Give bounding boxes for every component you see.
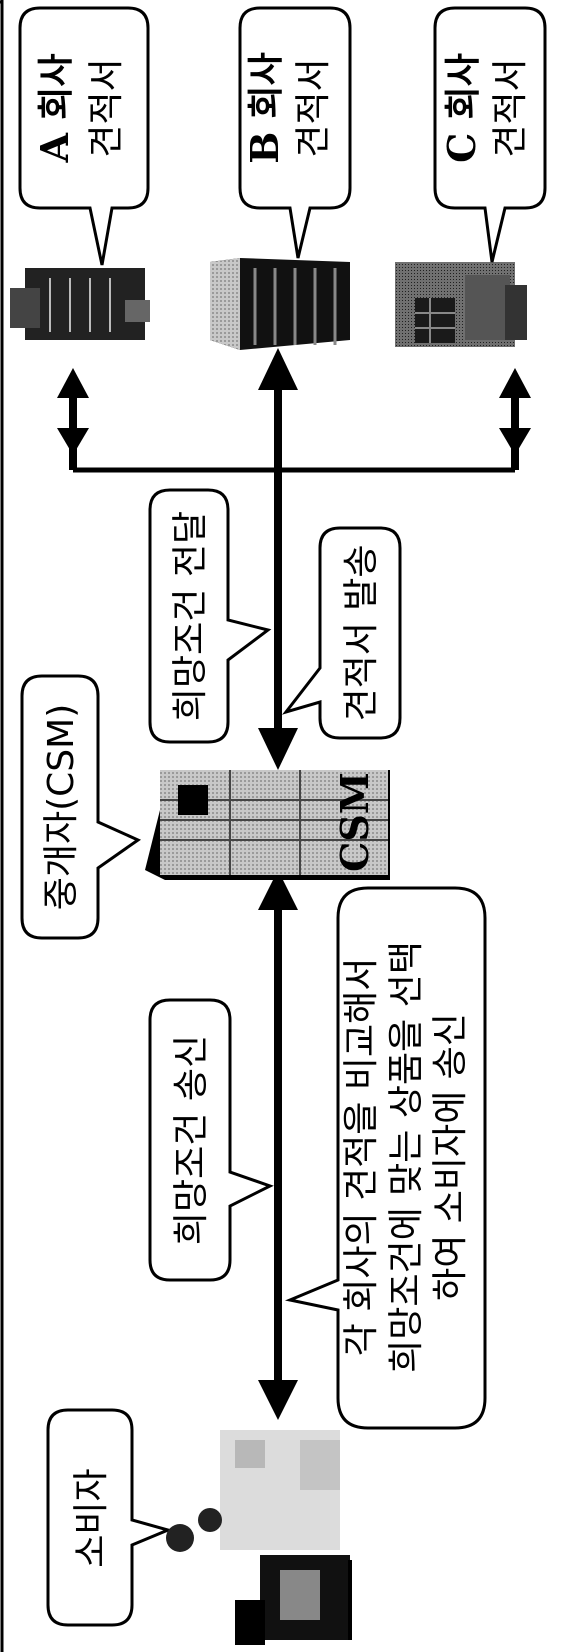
forward-bubble: 희망조건 전달 xyxy=(148,488,272,744)
building-c-icon xyxy=(395,262,527,347)
company-c-bubble: C 회사 견적서 xyxy=(433,6,547,263)
consumer-link-arrow-up xyxy=(258,870,298,910)
company-a-bubble: A 회사 견적서 xyxy=(18,6,150,266)
mediator-label: 중개자(CSM) xyxy=(41,704,82,911)
compare-line1: 각 회사의 견적을 비교해서 xyxy=(341,958,382,1357)
company-b-letter: B xyxy=(242,132,287,164)
svg-text:C 회사: C 회사 xyxy=(439,53,484,163)
building-b-icon xyxy=(210,258,350,350)
compare-line2: 희망조건에 맞는 상품을 선택 xyxy=(386,941,427,1373)
consumer-bubble: 소비자 xyxy=(46,1408,173,1627)
company-b-name: 회사 xyxy=(246,52,287,118)
company-c-doc: 견적서 xyxy=(490,58,531,157)
send-bubble: 희망조건 송신 xyxy=(148,998,274,1282)
company-b-doc: 견적서 xyxy=(293,58,334,157)
company-a-name: 회사 xyxy=(36,54,77,120)
svg-text:A 회사: A 회사 xyxy=(32,54,77,164)
compare-bubble: 각 회사의 견적을 비교해서 희망조건에 맞는 상품을 선택 하여 소비자에 송… xyxy=(284,886,487,1430)
company-c-name: 회사 xyxy=(443,53,484,119)
branch-a-arrow-up xyxy=(57,368,89,398)
company-a-letter: A xyxy=(32,132,77,163)
csm-box-text: CSM xyxy=(332,772,377,872)
consumer-label: 소비자 xyxy=(71,1468,112,1567)
dispatch-label: 견적서 발송 xyxy=(341,544,382,721)
branch-c-arrow-down xyxy=(499,428,531,455)
dispatch-bubble: 견적서 발송 xyxy=(281,526,402,740)
branch-c-arrow-up xyxy=(499,368,531,398)
consumer-link-arrow-down xyxy=(258,1380,298,1420)
consumer-icon xyxy=(166,1430,352,1645)
company-b-bubble: B 회사 견적서 xyxy=(238,6,352,259)
send-label: 희망조건 송신 xyxy=(171,1035,212,1245)
csm-server-icon: CSM xyxy=(145,770,390,880)
company-a-doc: 견적서 xyxy=(86,58,127,157)
branch-a-arrow-down xyxy=(57,428,89,455)
company-c-letter: C xyxy=(439,133,484,163)
forward-label: 희망조건 전달 xyxy=(170,511,211,721)
mediator-link-arrow-up xyxy=(258,348,298,390)
svg-text:B 회사: B 회사 xyxy=(242,52,287,164)
building-a-icon xyxy=(10,268,150,340)
mediator-link-arrow-down xyxy=(258,728,298,770)
compare-line3: 하여 소비자에 송신 xyxy=(430,1013,471,1301)
mediator-bubble: 중개자(CSM) xyxy=(20,674,142,940)
